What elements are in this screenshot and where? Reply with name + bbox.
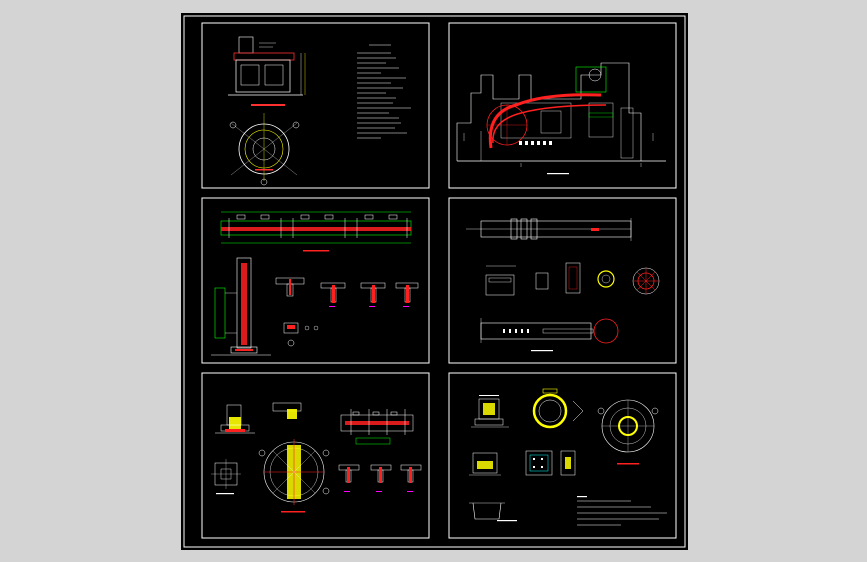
notes-block: [357, 44, 411, 139]
panel-middle-left: [201, 197, 430, 364]
panel-middle-right: [448, 197, 677, 364]
panel-frame: [201, 22, 430, 189]
sheet-border: [183, 15, 686, 548]
panel-frame: [201, 372, 430, 539]
panel-frame: [448, 372, 677, 539]
panel-frame: [448, 22, 677, 189]
panel-frame: [201, 197, 430, 364]
panel-top-right: [448, 22, 677, 189]
beam-elevation: [220, 211, 412, 252]
panel-frame: [448, 197, 677, 364]
panel-top-left: [201, 22, 430, 189]
cad-drawing: [183, 15, 686, 548]
plan-circle-drawing: [229, 113, 300, 186]
panel-bottom-right: [448, 372, 677, 539]
drawing-sheet: [181, 13, 688, 550]
panel-bottom-left: [201, 372, 430, 539]
joint-details: [275, 277, 419, 347]
elevation-drawing: [228, 36, 306, 106]
column-elevation: [211, 257, 271, 356]
